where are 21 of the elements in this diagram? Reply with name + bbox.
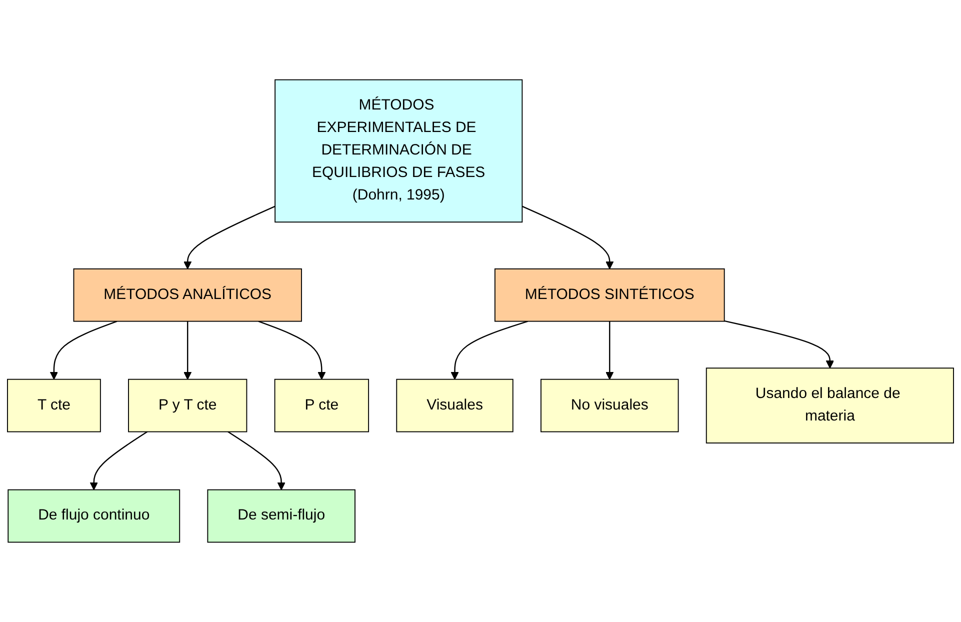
node-box: No visuales [540, 378, 679, 432]
arrow [258, 320, 326, 380]
arrow [522, 206, 614, 270]
node-box: Visuales [396, 378, 514, 432]
arrow [450, 320, 528, 380]
arrow [50, 320, 118, 380]
node-box: Usando el balance de materia [706, 368, 954, 444]
arrow [228, 431, 286, 490]
node-box: De flujo continuo [8, 489, 180, 543]
node-box: MÉTODOS ANALÍTICOS [73, 268, 302, 322]
node-box: P cte [274, 378, 370, 432]
arrow [183, 321, 192, 380]
arrow [90, 431, 148, 490]
node-box: P y T cte [128, 378, 248, 432]
node-box: MÉTODOS SINTÉTICOS [494, 268, 725, 322]
node-box: De semi-flujo [207, 489, 356, 543]
node-box: MÉTODOS EXPERIMENTALES DE DETERMINACIÓN DE EQUILIBRIOS DE FASES (Dohrn, 1995) [274, 79, 523, 223]
node-box: T cte [7, 378, 101, 432]
arrow [183, 206, 276, 270]
arrow [606, 321, 614, 380]
arrow [724, 320, 834, 368]
